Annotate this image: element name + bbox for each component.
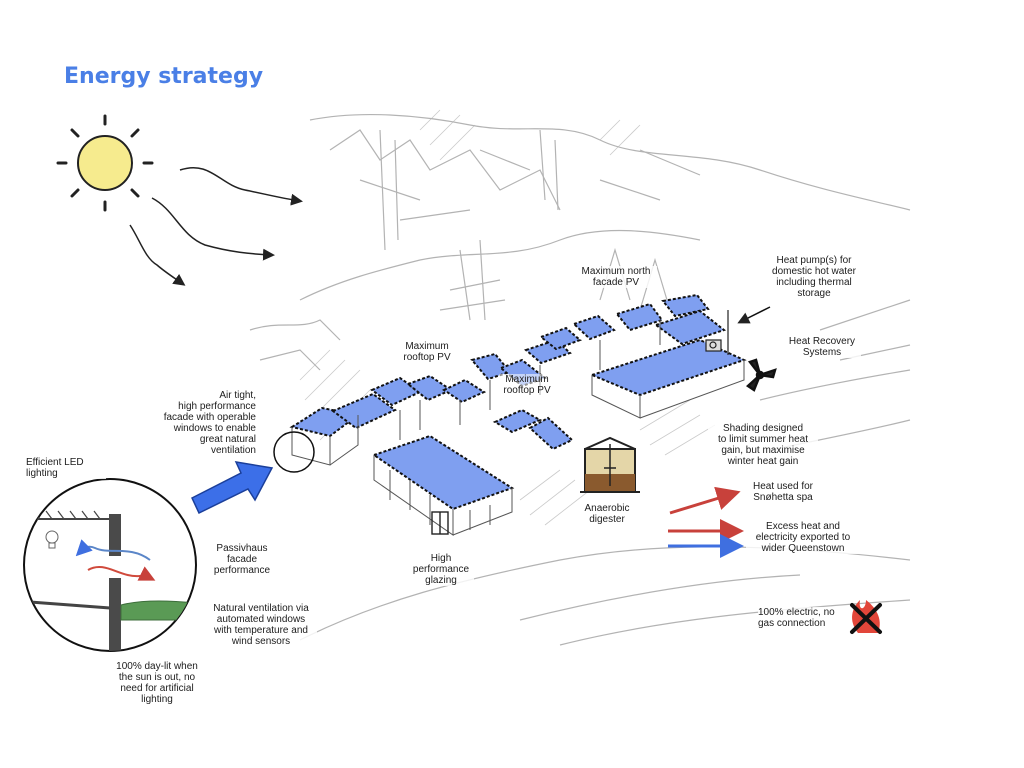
heat-spa-arrow (669, 486, 741, 515)
label-air-tight-facade: Air tight, high performance facade with … (150, 390, 256, 456)
label-led-lighting: Efficient LED lighting (26, 457, 106, 479)
label-max-rooftop-pv-2: Maximum rooftop PV (499, 374, 555, 396)
building-walls (291, 320, 745, 536)
heat-pump-pointer (737, 306, 771, 324)
page-title: Energy strategy (64, 64, 264, 89)
label-shading: Shading designed to limit summer heat ga… (708, 423, 818, 467)
label-excess-heat: Excess heat and electricity exported to … (746, 521, 860, 554)
label-high-performance-glazing: High performance glazing (408, 553, 474, 586)
mountain-sketch (249, 113, 911, 646)
label-max-rooftop-pv-1: Maximum rooftop PV (397, 341, 457, 363)
building-pv-roofs (289, 293, 747, 511)
label-passivhaus: Passivhaus facade performance (208, 543, 276, 576)
sun-icon (56, 114, 154, 212)
glazing-door (431, 511, 449, 535)
label-all-electric: 100% electric, no gas connection (758, 607, 850, 629)
label-heat-used: Heat used for Snøhetta spa (744, 481, 822, 503)
facade-detail-circle (23, 478, 197, 652)
label-heat-recovery: Heat Recovery Systems (783, 336, 861, 358)
no-gas-flame-icon (850, 600, 882, 634)
anaerobic-digester-icon (580, 436, 640, 493)
label-heat-pumps: Heat pump(s) for domestic hot water incl… (765, 255, 863, 299)
light-bulb-icon (45, 530, 59, 549)
label-max-north-facade-pv: Maximum north facade PV (575, 266, 657, 288)
sketch-hatching (299, 109, 716, 526)
detail-callout-marker (273, 431, 315, 473)
label-anaerobic-digester: Anaerobic digester (577, 503, 637, 525)
label-natural-ventilation: Natural ventilation via automated window… (205, 603, 317, 647)
detail-pointer-arrow (191, 461, 274, 515)
sun-ray-arrows (129, 167, 303, 286)
wind-turbine-icon (745, 358, 777, 392)
heat-pump-icon (705, 310, 729, 355)
label-day-lit: 100% day-lit when the sun is out, no nee… (108, 661, 206, 705)
